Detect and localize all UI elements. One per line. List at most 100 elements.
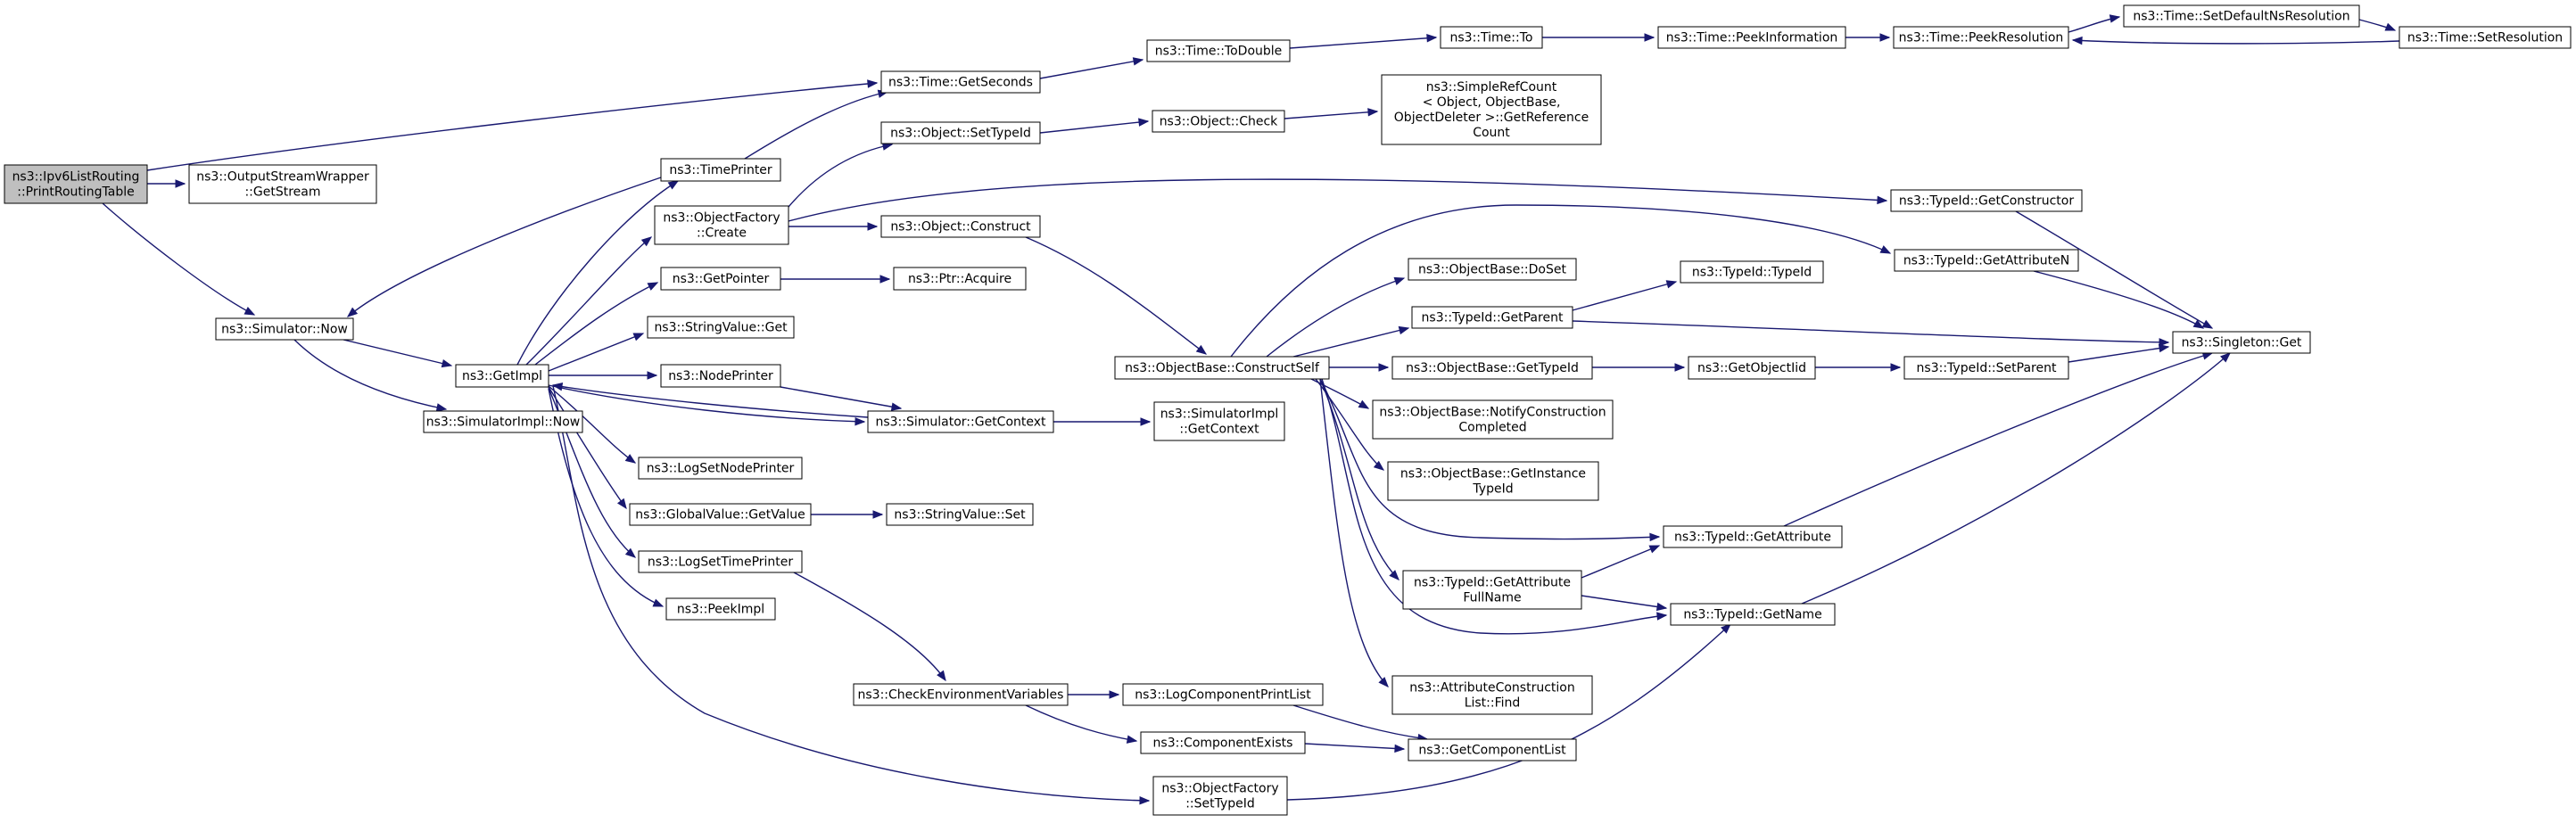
node-peekinfo[interactable]: ns3::Time::PeekInformation: [1657, 26, 1846, 49]
node-compexists[interactable]: ns3::ComponentExists: [1140, 731, 1306, 754]
node-label: ns3::Time::SetResolution: [2407, 31, 2563, 45]
node-box: [1688, 356, 1816, 380]
node-notifyconstruction[interactable]: ns3::ObjectBase::NotifyConstructionCompl…: [1372, 399, 1614, 440]
node-box: [638, 550, 803, 573]
node-box: [1894, 249, 2079, 272]
node-todouble[interactable]: ns3::Time::ToDouble: [1146, 39, 1291, 62]
node-label: ns3::Object::Check: [1160, 115, 1278, 129]
node-box: [880, 121, 1041, 144]
node-logsettime[interactable]: ns3::LogSetTimePrinter: [638, 550, 803, 573]
edge-constructself-to-getattrn: [1230, 204, 1892, 358]
node-label: ns3::Time::GetSeconds: [888, 76, 1033, 90]
node-root[interactable]: ns3::Ipv6ListRouting::PrintRoutingTable: [4, 164, 148, 204]
node-getattrn[interactable]: ns3::TypeId::GetAttributeN: [1894, 249, 2079, 272]
node-simplerefcount[interactable]: ns3::SimpleRefCount< Object, ObjectBase,…: [1381, 74, 1602, 145]
node-doset[interactable]: ns3::ObjectBase::DoSet: [1408, 258, 1577, 281]
node-label: ns3::ObjectFactory: [663, 211, 780, 226]
node-getimpl[interactable]: ns3::GetImpl: [455, 364, 549, 388]
node-setdefaultns[interactable]: ns3::Time::SetDefaultNsResolution: [2123, 4, 2360, 28]
node-ofcreate[interactable]: ns3::ObjectFactory::Create: [654, 205, 789, 245]
node-label: ns3::Singleton::Get: [2182, 336, 2302, 350]
edge-line: [1266, 277, 1405, 358]
node-label: ns3::Simulator::Now: [221, 323, 348, 337]
edge-line: [516, 180, 679, 366]
node-timeto[interactable]: ns3::Time::To: [1440, 26, 1543, 49]
edge-compexists-to-getcomplist: [1304, 743, 1406, 753]
node-peekimpl[interactable]: ns3::PeekImpl: [665, 597, 776, 621]
arrowhead: [1721, 623, 1731, 634]
node-getparent[interactable]: ns3::TypeId::GetParent: [1411, 306, 1573, 329]
node-box: [2123, 4, 2360, 28]
node-nodeprinter[interactable]: ns3::NodePrinter: [660, 364, 781, 388]
node-label: ns3::LogSetNodePrinter: [647, 462, 795, 476]
node-ptracquire[interactable]: ns3::Ptr::Acquire: [893, 267, 1027, 291]
node-timeprinter[interactable]: ns3::TimePrinter: [660, 158, 781, 182]
node-box: [423, 410, 583, 433]
edge-constructself-to-getparent: [1292, 325, 1410, 358]
node-box: [4, 164, 148, 204]
arrowhead: [2158, 343, 2170, 353]
arrowhead: [872, 510, 884, 519]
edge-line: [1572, 320, 2169, 343]
node-logsetnode[interactable]: ns3::LogSetNodePrinter: [638, 457, 803, 480]
edge-line: [1581, 595, 1667, 609]
arrowhead: [647, 371, 658, 380]
edges-layer: [102, 14, 2400, 805]
edge-line: [1783, 352, 2213, 527]
node-objcheck[interactable]: ns3::Object::Check: [1152, 110, 1285, 133]
node-box: [660, 267, 781, 291]
node-gvget[interactable]: ns3::GlobalValue::GetValue: [629, 503, 812, 526]
node-singleton[interactable]: ns3::Singleton::Get: [2172, 331, 2311, 354]
node-settypeid[interactable]: ns3::Object::SetTypeId: [880, 121, 1041, 144]
node-svget[interactable]: ns3::StringValue::Get: [647, 316, 795, 339]
node-box: [455, 364, 549, 388]
node-simnow[interactable]: ns3::Simulator::Now: [215, 317, 354, 341]
node-osw[interactable]: ns3::OutputStreamWrapper::GetStream: [188, 164, 377, 204]
node-simgetctx[interactable]: ns3::Simulator::GetContext: [867, 410, 1054, 433]
arrowhead: [346, 307, 359, 317]
node-setparent[interactable]: ns3::TypeId::SetParent: [1903, 356, 2069, 380]
node-label: ns3::Time::SetDefaultNsResolution: [2133, 10, 2349, 24]
node-objconstruct[interactable]: ns3::Object::Construct: [880, 215, 1041, 238]
node-setres[interactable]: ns3::Time::SetResolution: [2398, 26, 2572, 49]
arrowhead: [879, 275, 891, 284]
node-label: ::GetStream: [244, 185, 320, 200]
node-typeidctor[interactable]: ns3::TypeId::TypeId: [1680, 260, 1824, 284]
edge-peekinfo-to-peekres: [1845, 33, 1891, 42]
node-peekres[interactable]: ns3::Time::PeekResolution: [1893, 26, 2069, 49]
node-label: List::Find: [1465, 696, 1521, 711]
node-label: ns3::TypeId::GetParent: [1422, 311, 1564, 325]
node-box: [1408, 738, 1577, 761]
node-ofsettypeid[interactable]: ns3::ObjectFactory::SetTypeId: [1152, 776, 1288, 816]
node-label: ns3::OutputStreamWrapper: [196, 170, 369, 185]
node-box: [1140, 731, 1306, 754]
node-obgettypeid[interactable]: ns3::ObjectBase::GetTypeId: [1391, 356, 1593, 380]
node-label: ns3::GlobalValue::GetValue: [635, 508, 805, 523]
node-label: ns3::ObjectBase::ConstructSelf: [1125, 361, 1320, 375]
node-constructself[interactable]: ns3::ObjectBase::ConstructSelf: [1114, 356, 1330, 380]
edge-constructself-to-getattribute: [1319, 378, 1661, 542]
node-box: [660, 364, 781, 388]
node-simimplgetctx[interactable]: ns3::SimulatorImpl::GetContext: [1153, 401, 1285, 441]
node-getcomplist[interactable]: ns3::GetComponentList: [1408, 738, 1577, 761]
node-getname[interactable]: ns3::TypeId::GetName: [1670, 603, 1836, 626]
node-simimplnow[interactable]: ns3::SimulatorImpl::Now: [423, 410, 583, 433]
node-logcompprint[interactable]: ns3::LogComponentPrintList: [1122, 683, 1324, 706]
node-getobjectiid[interactable]: ns3::GetObjectIid: [1688, 356, 1816, 380]
node-checkenv[interactable]: ns3::CheckEnvironmentVariables: [853, 683, 1069, 706]
node-label: ns3::Simulator::GetContext: [875, 416, 1046, 430]
node-svset[interactable]: ns3::StringValue::Set: [886, 503, 1034, 526]
node-getseconds[interactable]: ns3::Time::GetSeconds: [880, 70, 1041, 94]
node-getpointer[interactable]: ns3::GetPointer: [660, 267, 781, 291]
node-label: ns3::Ipv6ListRouting: [12, 170, 140, 185]
node-label: ns3::TypeId::TypeId: [1692, 266, 1812, 280]
node-getattribute[interactable]: ns3::TypeId::GetAttribute: [1663, 525, 1843, 548]
edge-line: [1572, 281, 1677, 311]
arrowhead: [1367, 108, 1379, 117]
node-getctor[interactable]: ns3::TypeId::GetConstructor: [1890, 189, 2083, 212]
edge-getimpl-to-gvget: [548, 386, 627, 510]
edge-objconstruct-to-constructself: [1025, 236, 1208, 355]
